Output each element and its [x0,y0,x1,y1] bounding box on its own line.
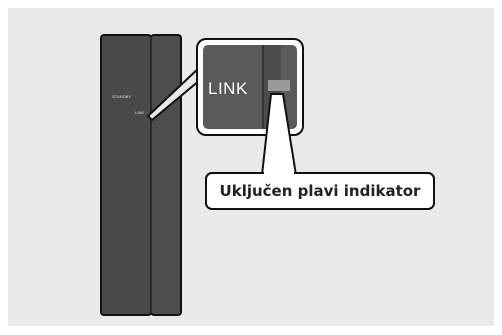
zoom-link-label: LINK [208,79,248,98]
link-indicator-light [268,80,290,91]
callout-box [205,172,435,210]
soundbar-left-panel [100,34,152,316]
callout-text: Uključen plavi indikator [219,182,421,200]
soundbar-right-panel [150,34,182,316]
standby-label: STANDBY [112,94,132,99]
link-label-small: LINK [135,110,145,115]
